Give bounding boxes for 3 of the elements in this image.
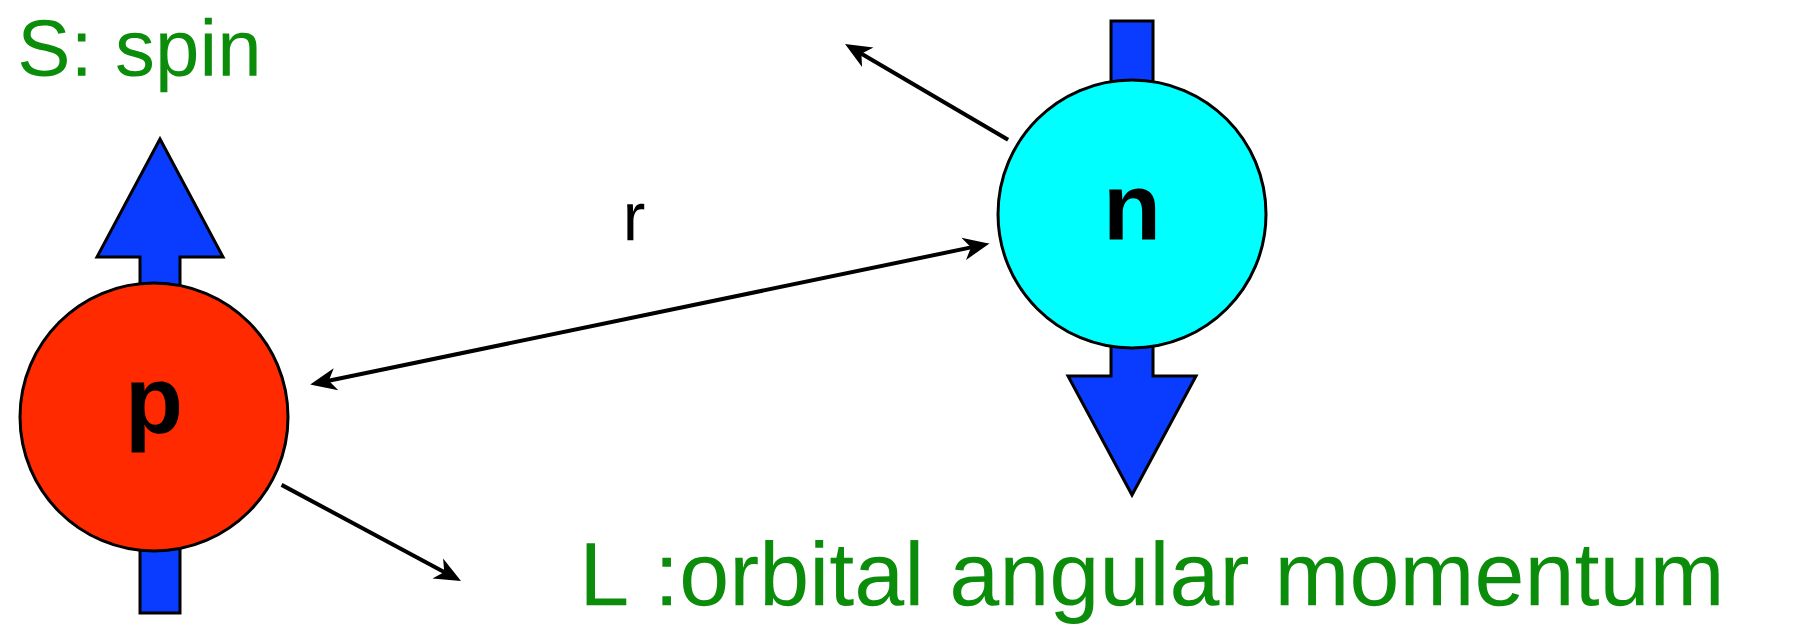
annotation-text: L :orbital angular momentum xyxy=(586,540,1719,624)
annotation-text: S: spin xyxy=(20,17,257,93)
edge-label: r xyxy=(620,201,648,243)
